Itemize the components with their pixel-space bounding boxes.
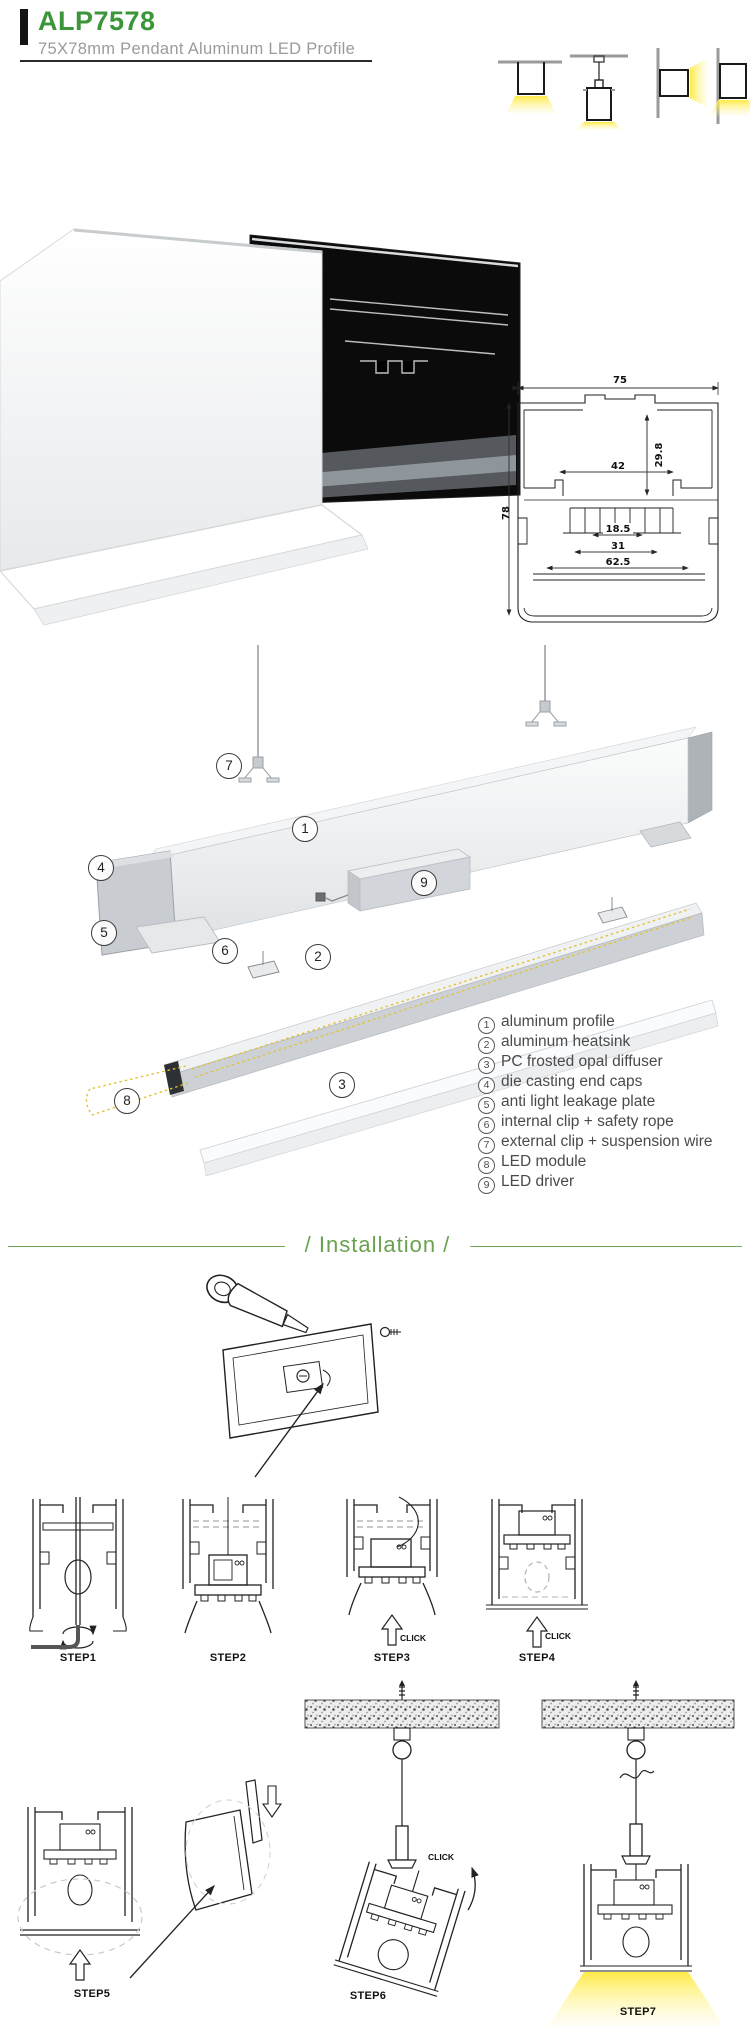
callout-4-num: 4 [97, 860, 105, 875]
dim-width: 75 [613, 375, 627, 386]
mounting-icons [498, 48, 750, 130]
part-num: 4 [478, 1077, 495, 1094]
title-accent-bar [20, 9, 28, 45]
wall-mount-side-icon [656, 48, 708, 118]
parts-list-item: 3 PC frosted opal diffuser [478, 1052, 750, 1074]
part-num: 2 [478, 1037, 495, 1054]
part-num: 6 [478, 1117, 495, 1134]
part-label: aluminum profile [501, 1013, 615, 1030]
page-subtitle: 75X78mm Pendant Aluminum LED Profile [38, 40, 356, 58]
step4-label: STEP4 [518, 1652, 556, 1664]
part-label: internal clip + safety rope [501, 1113, 674, 1130]
dim-height: 78 [501, 506, 512, 520]
callout-8: 8 [114, 1088, 140, 1114]
parts-list-item: 9 LED driver [478, 1172, 750, 1194]
step3-click-label: CLICK [400, 1633, 426, 1643]
callout-4: 4 [88, 855, 114, 881]
callout-8-num: 8 [123, 1093, 131, 1108]
part-num: 9 [478, 1177, 495, 1194]
callout-6-num: 6 [221, 943, 229, 958]
step6-click-label: CLICK [428, 1852, 454, 1862]
step4-click-label: CLICK [545, 1631, 571, 1641]
part-label: die casting end caps [501, 1073, 643, 1090]
callout-2-num: 2 [314, 949, 322, 964]
dim-slot: 18.5 [606, 524, 631, 535]
wall-mount-down-icon [710, 48, 750, 124]
page-title: ALP7578 [38, 6, 156, 36]
part-num: 5 [478, 1097, 495, 1114]
step3-figure [346, 1496, 438, 1646]
step7-figure [541, 1680, 735, 2026]
header-divider [20, 60, 372, 62]
step7-label: STEP7 [619, 2006, 657, 2018]
parts-list-item: 1 aluminum profile [478, 1012, 750, 1034]
part-label: LED driver [501, 1173, 575, 1190]
part-label: PC frosted opal diffuser [501, 1053, 663, 1070]
recessed-mount-icon [498, 60, 562, 114]
exploded-view [85, 645, 719, 1177]
callout-7: 7 [216, 753, 242, 779]
step4-figure [486, 1499, 588, 1648]
parts-list-item: 6 internal clip + safety rope [478, 1112, 750, 1134]
callout-7-num: 7 [225, 758, 233, 773]
step6-label: STEP6 [349, 1990, 387, 2002]
installation-heading: / Installation / [304, 1232, 451, 1257]
dim-depth: 29.8 [654, 443, 665, 468]
part-label: external clip + suspension wire [501, 1133, 713, 1150]
part-num: 1 [478, 1017, 495, 1034]
callout-1-num: 1 [301, 821, 309, 836]
callout-6: 6 [212, 938, 238, 964]
cross-section-drawing: 75 78 29.8 42 18.5 31 62.5 [495, 374, 719, 623]
divider-line-left [8, 1246, 285, 1247]
parts-list: 1 aluminum profile 2 aluminum heatsink 3 PC… [478, 1012, 750, 1194]
part-num: 7 [478, 1137, 495, 1154]
step6-figure [304, 1680, 500, 1997]
part-label: anti light leakage plate [501, 1093, 656, 1110]
step1-figure [29, 1497, 127, 1650]
step3-label: STEP3 [373, 1652, 411, 1664]
part-label: LED module [501, 1153, 587, 1170]
screwdriver-figure [206, 1274, 401, 1478]
parts-list-item: 7 external clip + suspension wire [478, 1132, 750, 1154]
callout-2: 2 [305, 944, 331, 970]
dim-mid: 31 [611, 541, 625, 552]
step5-label: STEP5 [73, 1988, 111, 2000]
part-num: 3 [478, 1057, 495, 1074]
callout-9-num: 9 [420, 875, 428, 890]
dim-inner-width: 42 [611, 461, 625, 472]
parts-list-item: 2 aluminum heatsink [478, 1032, 750, 1054]
callout-5-num: 5 [100, 925, 108, 940]
step2-label: STEP2 [209, 1652, 247, 1664]
parts-list-item: 8 LED module [478, 1152, 750, 1174]
part-num: 8 [478, 1157, 495, 1174]
step1-label: STEP1 [59, 1652, 97, 1664]
product-render [0, 228, 521, 626]
part-label: aluminum heatsink [501, 1033, 631, 1050]
callout-3-num: 3 [338, 1077, 346, 1092]
pendant-mount-icon [570, 54, 628, 130]
step2-figure [182, 1497, 274, 1634]
callout-5: 5 [91, 920, 117, 946]
parts-list-item: 5 anti light leakage plate [478, 1092, 750, 1114]
step5-figure [17, 1779, 283, 1981]
parts-list-item: 4 die casting end caps [478, 1072, 750, 1094]
callout-9: 9 [411, 870, 437, 896]
divider-line-right [470, 1246, 742, 1247]
dim-bottom: 62.5 [606, 557, 631, 568]
callout-1: 1 [292, 816, 318, 842]
callout-3: 3 [329, 1072, 355, 1098]
